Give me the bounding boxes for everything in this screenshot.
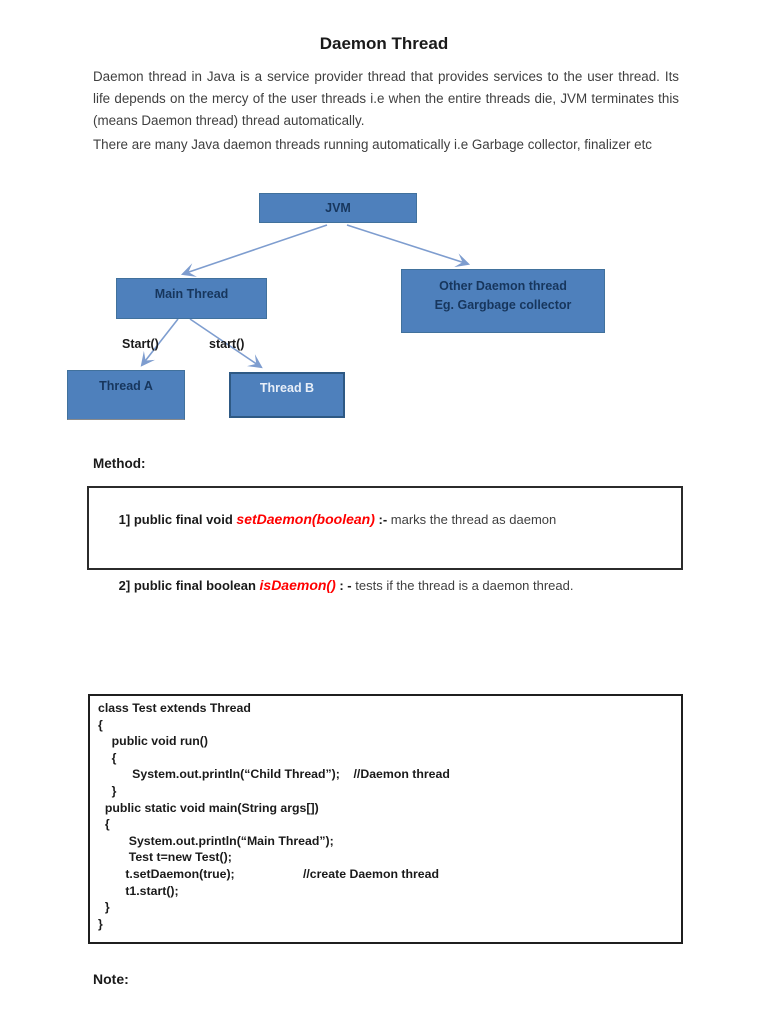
- other-daemon-line2: Eg. Gargbage collector: [434, 298, 572, 312]
- code-line: t.setDaemon(true); //create Daemon threa…: [98, 866, 439, 881]
- other-daemon-line1: Other Daemon thread: [439, 279, 567, 293]
- method-1-prefix: 1] public final void: [118, 512, 237, 527]
- method-2-name: isDaemon(): [259, 577, 336, 593]
- code-line: }: [98, 916, 103, 931]
- arrow-jvm-to-other-daemon: [346, 224, 471, 268]
- diagram-node-thread-b: Thread B: [229, 372, 345, 418]
- code-line: public void run(): [98, 734, 208, 749]
- diagram-node-thread-a: Thread A: [67, 370, 185, 420]
- diagram-node-jvm: JVM: [259, 193, 417, 223]
- diagram-node-other-daemon-thread: Other Daemon thread Eg. Gargbage collect…: [401, 269, 605, 333]
- code-example-box: class Test extends Thread { public void …: [88, 694, 683, 944]
- code-line: }: [98, 783, 117, 798]
- method-heading: Method:: [93, 456, 146, 471]
- page-title: Daemon Thread: [319, 34, 449, 53]
- edge-label-start-lower: start(): [209, 337, 245, 351]
- examples-paragraph: There are many Java daemon threads runni…: [93, 137, 652, 152]
- method-1-name: setDaemon(boolean): [236, 511, 375, 527]
- arrow-main-to-thread-a: [140, 318, 179, 367]
- thread-hierarchy-diagram: JVM Main Thread Other Daemon thread Eg. …: [0, 185, 768, 435]
- code-line: {: [98, 750, 117, 765]
- method-2-separator: : -: [335, 578, 356, 593]
- method-list-box: 1] public final void setDaemon(boolean) …: [87, 486, 683, 593]
- method-2-description: tests if the thread is a daemon thread.: [355, 578, 574, 593]
- code-line: public static void main(String args[]): [98, 800, 319, 815]
- method-1-description: marks the thread as daemon: [390, 512, 557, 527]
- edge-label-start-capital: Start(): [122, 337, 159, 351]
- intro-paragraph: Daemon thread in Java is a service provi…: [93, 69, 679, 128]
- diagram-node-main-thread: Main Thread: [116, 278, 267, 319]
- arrow-main-to-thread-b: [189, 318, 263, 369]
- note-heading: Note:: [93, 971, 129, 987]
- method-item-isdaemon: 2] public final boolean isDaemon() : - t…: [97, 561, 673, 610]
- diagram-connectors: [140, 224, 471, 369]
- method-2-prefix: 2] public final boolean: [118, 578, 260, 593]
- code-line: t1.start();: [98, 883, 179, 898]
- code-line: {: [98, 717, 103, 732]
- code-line: Test t=new Test();: [98, 850, 232, 865]
- code-line: System.out.println(“Child Thread”); //Da…: [98, 767, 450, 782]
- code-line: System.out.println(“Main Thread”);: [98, 833, 334, 848]
- method-1-separator: :-: [374, 512, 391, 527]
- code-line: {: [98, 817, 110, 832]
- arrow-jvm-to-main-thread: [180, 224, 328, 277]
- code-line: class Test extends Thread: [98, 701, 251, 715]
- code-line: }: [98, 900, 110, 915]
- method-item-setdaemon: 1] public final void setDaemon(boolean) …: [97, 495, 673, 544]
